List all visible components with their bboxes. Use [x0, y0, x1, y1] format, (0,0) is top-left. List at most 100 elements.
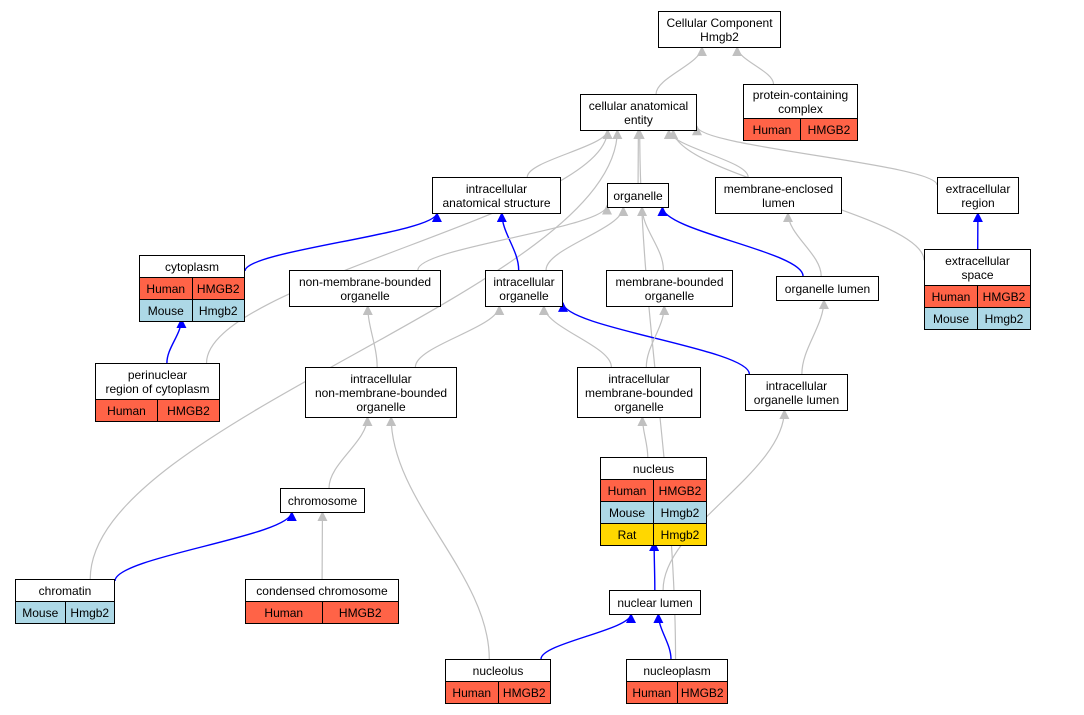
edge-nucleus-to-imbo: [637, 416, 649, 458]
edge-cytoplasm-to-ias: [244, 212, 442, 272]
species-cell: Mouse: [147, 303, 184, 318]
species-cell: Human: [607, 483, 647, 498]
go-term-node-iol[interactable]: intracellular organelle lumen: [745, 374, 848, 411]
go-term-label: intracellular non-membrane-bounded organ…: [314, 371, 448, 414]
species-cell: Human: [146, 281, 186, 296]
edge-chromatin-to-chromosome: [114, 511, 297, 582]
go-term-label: intracellular organelle lumen: [753, 378, 840, 407]
go-term-label: extracellular region: [945, 181, 1011, 210]
edge-inmbo-to-nmbo: [362, 305, 378, 368]
go-term-node-nmbo[interactable]: non-membrane-bounded organelle: [289, 270, 441, 307]
edge-chromatin-to-cae: [89, 129, 623, 580]
go-term-label: cytoplasm: [164, 259, 220, 274]
species-cell: Human: [931, 289, 971, 304]
go-term-node-cae[interactable]: cellular anatomical entity: [580, 94, 697, 131]
go-term-label: intracellular organelle: [493, 274, 555, 303]
edge-nmbo-to-organelle: [417, 204, 612, 271]
species-cell: Human: [264, 605, 304, 620]
edge-cae-to-cc_root: [655, 46, 707, 95]
go-term-node-cc_root[interactable]: Cellular Component Hmgb2: [658, 11, 781, 48]
go-term-node-organelle[interactable]: organelle: [607, 183, 669, 208]
species-gene-row: Human HMGB2: [601, 479, 706, 501]
gene-cell: Hmgb2: [977, 308, 1030, 329]
go-term-label: nucleolus: [472, 663, 524, 678]
species-gene-row: Mouse Hmgb2: [140, 299, 244, 321]
go-term-label: perinuclear region of cytoplasm: [105, 367, 210, 396]
edge-nuclum-to-iol: [662, 409, 790, 591]
go-term-label: chromosome: [287, 493, 358, 508]
go-term-label: nucleoplasm: [643, 663, 711, 678]
gene-cell: HMGB2: [977, 286, 1030, 307]
go-term-label: condensed chromosome: [256, 583, 388, 598]
species-gene-row: Mouse Hmgb2: [16, 601, 114, 623]
go-term-label: Cellular Component Hmgb2: [666, 15, 773, 44]
species-cell: Rat: [617, 527, 637, 542]
gene-cell: HMGB2: [800, 119, 857, 140]
go-term-node-imbo[interactable]: intracellular membrane-bounded organelle: [577, 367, 701, 418]
go-term-label: organelle: [613, 188, 663, 203]
species-cell: Mouse: [608, 505, 646, 520]
gene-cell: HMGB2: [321, 602, 399, 623]
edge-ol-to-organelle: [657, 206, 804, 277]
edge-pcc-to-cc_root: [732, 46, 775, 85]
go-term-label: chromatin: [38, 583, 92, 598]
edge-prc-to-cae: [205, 129, 613, 364]
edge-iol-to-ol: [801, 299, 829, 375]
go-term-node-chromosome[interactable]: chromosome: [280, 488, 365, 513]
gene-cell: HMGB2: [157, 400, 219, 421]
edge-iol-to-io: [558, 301, 751, 375]
edge-nuclum-to-nucleus: [649, 541, 660, 591]
gene-cell: Hmgb2: [191, 300, 245, 321]
species-gene-row: Human HMGB2: [744, 118, 857, 140]
go-term-label: intracellular membrane-bounded organelle: [584, 371, 694, 414]
go-term-node-inmbo[interactable]: intracellular non-membrane-bounded organ…: [305, 367, 457, 418]
species-cell: Human: [632, 685, 672, 700]
go-term-node-io[interactable]: intracellular organelle: [485, 270, 563, 307]
edge-io-to-ias: [496, 212, 520, 271]
gene-cell: Hmgb2: [653, 502, 706, 523]
go-term-label: protein-containing complex: [752, 87, 849, 116]
species-gene-row: Human HMGB2: [925, 285, 1030, 307]
gene-cell: HMGB2: [653, 480, 706, 501]
species-cell: Human: [107, 403, 146, 418]
go-term-label: nucleus: [632, 461, 675, 476]
go-term-node-nuclum[interactable]: nuclear lumen: [609, 590, 701, 615]
gene-cell: Hmgb2: [653, 524, 706, 545]
go-term-node-mbo[interactable]: membrane-bounded organelle: [606, 270, 733, 307]
species-gene-row: Human HMGB2: [140, 277, 244, 299]
go-term-node-ecr[interactable]: extracellular region: [937, 177, 1019, 214]
species-cell: Mouse: [22, 605, 59, 620]
go-term-label: membrane-enclosed lumen: [723, 181, 834, 210]
gene-cell: HMGB2: [191, 278, 245, 299]
edge-inmbo-to-io: [414, 305, 505, 368]
gene-cell: Hmgb2: [64, 602, 115, 623]
species-gene-row: Rat Hmgb2: [601, 523, 706, 545]
go-term-label: nuclear lumen: [617, 595, 693, 610]
go-term-node-ias[interactable]: intracellular anatomical structure: [432, 177, 561, 214]
go-term-node-mel[interactable]: membrane-enclosed lumen: [715, 177, 842, 214]
go-term-label: cellular anatomical entity: [588, 98, 689, 127]
go-term-node-ol[interactable]: organelle lumen: [776, 276, 879, 301]
go-term-label: membrane-bounded organelle: [615, 274, 724, 303]
species-gene-row: Mouse Hmgb2: [601, 501, 706, 523]
edge-ecr-to-cae: [692, 125, 938, 186]
edge-chromosome-to-inmbo: [328, 416, 373, 489]
edge-ol-to-mel: [782, 212, 822, 277]
edge-imbo-to-mbo: [645, 305, 670, 368]
species-cell: Human: [752, 122, 792, 137]
gene-cell: HMGB2: [497, 682, 551, 703]
